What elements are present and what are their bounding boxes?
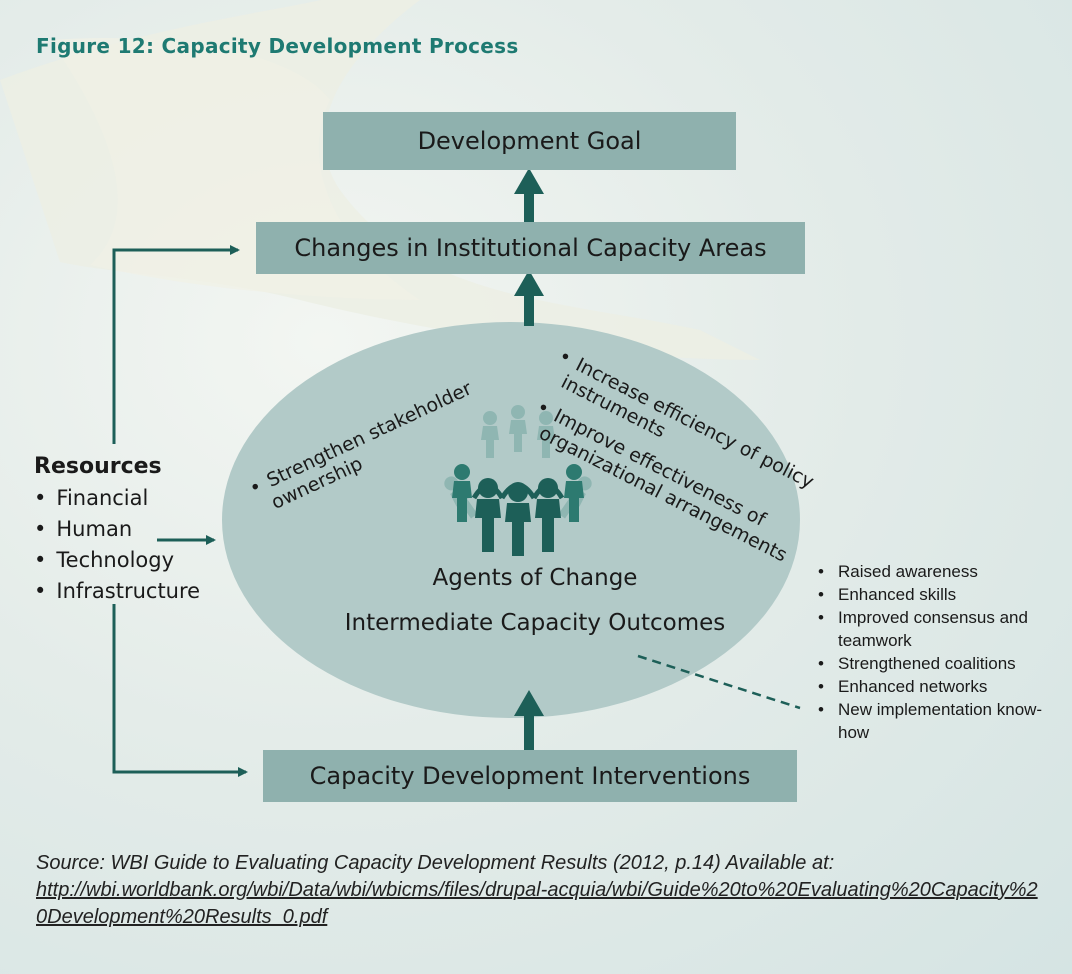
institutional-changes-box: Changes in Institutional Capacity Areas [256, 222, 805, 274]
resource-item: Infrastructure [34, 576, 200, 607]
outcome-item: Improved consensus and teamwork [818, 606, 1068, 652]
resource-item: Technology [34, 545, 200, 576]
intermediate-outcomes-label: Intermediate Capacity Outcomes [344, 610, 726, 636]
arrow-to-goal [514, 168, 544, 228]
outcome-item: New implementation know-how [818, 698, 1068, 744]
arrow-to-institutional [514, 270, 544, 326]
source-text: Source: WBI Guide to Evaluating Capacity… [36, 852, 835, 874]
resource-item: Financial [34, 483, 200, 514]
interventions-box: Capacity Development Interventions [263, 750, 797, 802]
source-citation: Source: WBI Guide to Evaluating Capacity… [36, 850, 1046, 931]
outcome-item: Strengthened coalitions [818, 652, 1068, 675]
outcome-item: Enhanced skills [818, 583, 1068, 606]
agents-of-change-label: Agents of Change [432, 565, 638, 591]
people-circle-icon [444, 405, 592, 556]
source-link[interactable]: http://wbi.worldbank.org/wbi/Data/wbi/wb… [36, 879, 1038, 928]
development-goal-box: Development Goal [323, 112, 736, 170]
resources-heading: Resources [34, 454, 162, 479]
outcome-item: Enhanced networks [818, 675, 1068, 698]
arrow-to-ellipse [514, 690, 544, 756]
resources-block: Resources Financial Human Technology Inf… [34, 454, 200, 607]
resource-item: Human [34, 514, 200, 545]
outcome-item: Raised awareness [818, 560, 1068, 583]
outcome-list: Raised awareness Enhanced skills Improve… [818, 560, 1068, 744]
figure-title: Figure 12: Capacity Development Process [36, 34, 519, 58]
